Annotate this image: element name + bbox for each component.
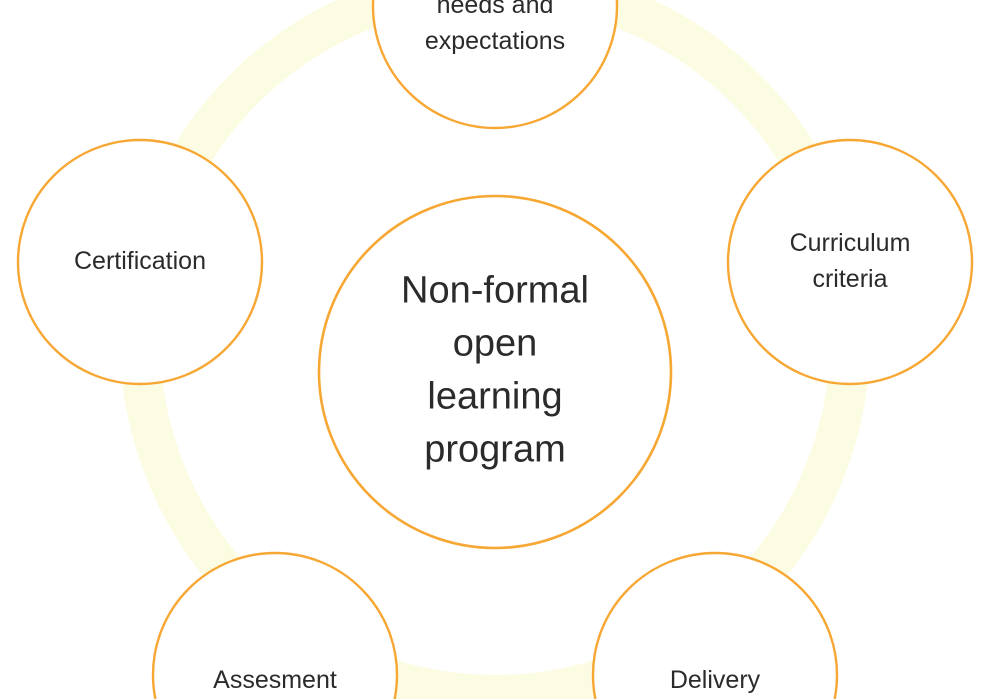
center-node-circle xyxy=(317,194,673,550)
assesment-node[interactable]: Assesment xyxy=(151,551,399,699)
delivery-node-circle xyxy=(591,551,839,699)
certification-node-label: Certification xyxy=(74,247,206,275)
assesment-node-label: Assesment xyxy=(213,666,337,694)
assesment-node-circle xyxy=(151,551,399,699)
delivery-node-label: Delivery xyxy=(670,666,761,694)
certification-node[interactable]: Certification xyxy=(16,138,264,386)
curriculum-criteria-node-circle xyxy=(726,138,974,386)
delivery-node[interactable]: Delivery xyxy=(591,551,839,699)
learner-needs-node-circle xyxy=(371,0,619,130)
certification-node-circle xyxy=(16,138,264,386)
